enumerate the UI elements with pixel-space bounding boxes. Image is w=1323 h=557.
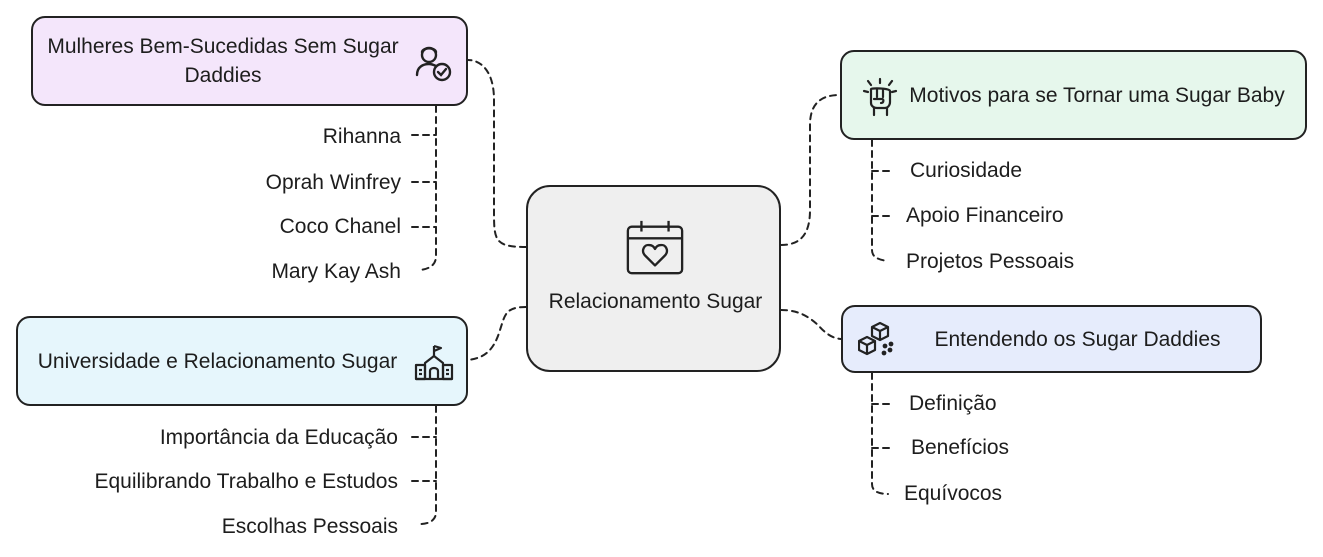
branch-universidade-title: Universidade e Relacionamento Sugar — [37, 349, 398, 373]
connector-center-universidade — [467, 306, 527, 361]
connector-center-motivos — [780, 94, 841, 246]
leaf-universidade-3: Escolhas Pessoais — [221, 515, 398, 538]
calendar-heart-icon — [626, 220, 684, 275]
leaf-motivos-1: Curiosidade — [910, 159, 1023, 182]
leaf-universidade-1: Importância da Educação — [159, 426, 398, 449]
blocks-icon — [858, 321, 894, 356]
leaf-mulheres-2: Oprah Winfrey — [265, 171, 401, 194]
leaf-entendendo-1: Definição — [909, 392, 997, 415]
leaf-motivos-2: Apoio Financeiro — [906, 204, 1064, 227]
user-check-icon — [415, 46, 452, 82]
branch-motivos-title: Motivos para se Tornar uma Sugar Baby — [909, 83, 1285, 107]
center-label: Relacionamento Sugar — [548, 290, 763, 313]
connector-center-mulheres — [467, 59, 527, 248]
branch-universidade-node[interactable]: Universidade e Relacionamento Sugar — [16, 316, 468, 406]
branch-entendendo-title: Entendendo os Sugar Daddies — [934, 327, 1221, 351]
school-icon — [414, 344, 454, 381]
branch-mulheres-title: Mulheres Bem-Sucedidas Sem Sugar Daddies — [47, 35, 399, 87]
leaf-mulheres-3: Coco Chanel — [279, 215, 401, 238]
branch-motivos-node[interactable]: Motivos para se Tornar uma Sugar Baby — [840, 50, 1307, 140]
leaf-motivos-3: Projetos Pessoais — [906, 250, 1075, 273]
leaf-mulheres-1: Rihanna — [322, 125, 401, 148]
branch-mulheres-node[interactable]: Mulheres Bem-Sucedidas Sem Sugar Daddies — [31, 16, 468, 106]
center-node[interactable]: Relacionamento Sugar — [526, 185, 781, 372]
branch-entendendo-node[interactable]: Entendendo os Sugar Daddies — [841, 305, 1262, 373]
connector-center-entendendo — [780, 309, 842, 340]
leaf-universidade-2: Equilibrando Trabalho e Estudos — [94, 470, 398, 493]
leaf-entendendo-3: Equívocos — [904, 482, 1003, 505]
raised-fist-icon — [862, 77, 898, 117]
leaf-mulheres-4: Mary Kay Ash — [271, 260, 401, 283]
leaf-entendendo-2: Benefícios — [911, 436, 1010, 459]
